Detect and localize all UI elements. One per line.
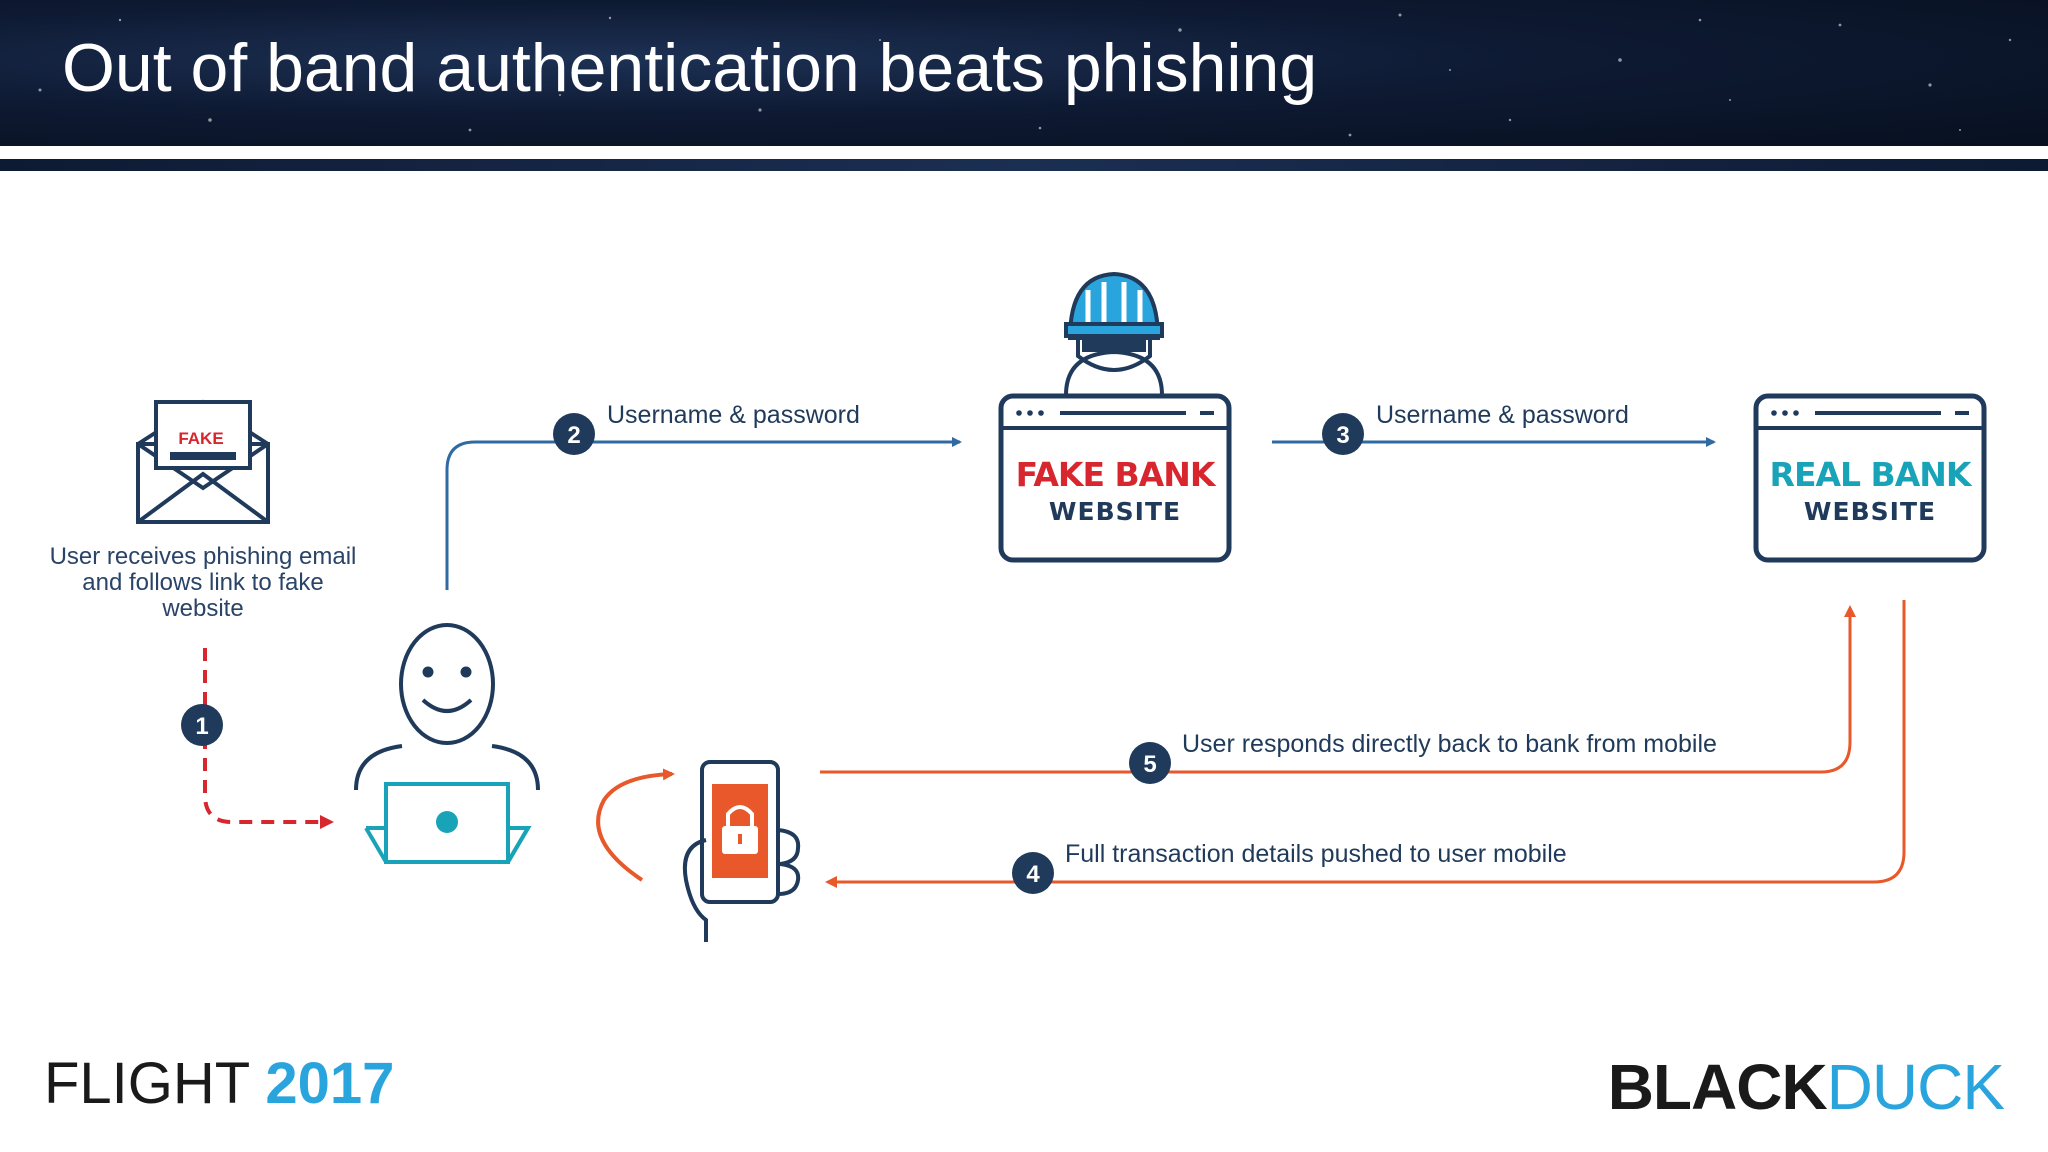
blackduck-logo: BLACKDUCK: [1607, 1050, 2005, 1124]
step-4-arrow: [825, 600, 1906, 888]
blackduck-logo-black: BLACK: [1607, 1051, 1828, 1123]
blackduck-logo-duck: DUCK: [1826, 1051, 2005, 1123]
step-2-badge: [553, 413, 595, 455]
step-3-badge: [1322, 413, 1364, 455]
step-4-label: Full transaction details pushed to user …: [1065, 840, 1567, 868]
step-1-number: 1: [195, 713, 208, 740]
fake-bank-name: FAKE BANK: [1015, 455, 1216, 494]
fake-bank-browser-icon: [998, 393, 1232, 563]
slide-title: Out of band authentication beats phishin…: [62, 30, 1318, 106]
step-2-label: Username & password: [607, 401, 860, 429]
step-4-number: 4: [1026, 861, 1040, 888]
flight-logo: FLIGHT 2017: [44, 1050, 394, 1117]
envelope-icon: [136, 399, 270, 524]
step-3-label: Username & password: [1376, 401, 1629, 429]
step-2-number: 2: [567, 422, 580, 449]
user-laptop-icon: [354, 623, 540, 864]
slide-header: Out of band authentication beats phishin…: [0, 0, 2048, 146]
email-caption: User receives phishing email and follows…: [49, 543, 357, 622]
mobile-return-arrow: [596, 768, 675, 882]
header-divider-white: [0, 146, 2048, 159]
step-4-badge: [1012, 852, 1054, 894]
flight-logo-name: FLIGHT: [44, 1051, 250, 1116]
step-2-arrow: [445, 437, 962, 590]
header-divider-dark: [0, 159, 2048, 171]
step-5-badge: [1129, 742, 1171, 784]
flight-logo-year: 2017: [265, 1051, 395, 1116]
starfield-background: [38, 13, 2012, 137]
real-bank-browser-icon: [1753, 393, 1987, 563]
mobile-lock-icon: [683, 760, 801, 942]
step-1-arrow: [203, 648, 334, 829]
step-5-label: User responds directly back to bank from…: [1182, 730, 1717, 758]
step-5-number: 5: [1143, 751, 1156, 778]
fake-bank-sub: WEBSITE: [1048, 497, 1182, 526]
step-1-badge: [181, 704, 223, 746]
hacker-icon: [1064, 271, 1164, 396]
fake-stamp-label: FAKE: [178, 429, 224, 448]
step-5-arrow: [820, 605, 1856, 774]
step-3-number: 3: [1336, 422, 1349, 449]
real-bank-name: REAL BANK: [1769, 455, 1972, 494]
real-bank-sub: WEBSITE: [1803, 497, 1937, 526]
